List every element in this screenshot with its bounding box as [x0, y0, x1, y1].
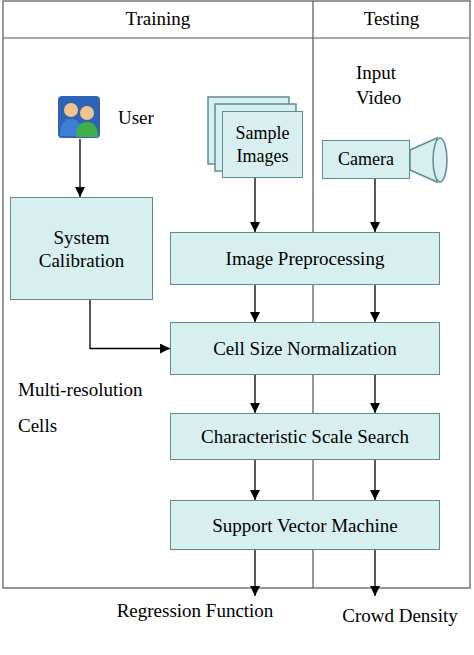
flow-arrow: [254, 178, 255, 232]
flow-arrow: [254, 285, 255, 322]
output-arrow: [374, 550, 375, 596]
process-box: Image Preprocessing: [170, 232, 440, 285]
actor-node: User: [58, 95, 183, 139]
text-label: Input Video: [356, 60, 416, 110]
node-text: System Calibration: [27, 226, 137, 272]
text-label: Testing: [313, 0, 470, 38]
flow-arrow: [90, 300, 170, 349]
process-box: Cell Size Normalization: [170, 322, 440, 375]
flow-arrow: [374, 460, 375, 500]
user-icon-body: [76, 122, 98, 137]
process-box: Support Vector Machine: [170, 500, 440, 550]
flow-arrow: [374, 375, 375, 413]
process-box: Sample Images: [222, 111, 303, 178]
user-icon-head: [64, 103, 78, 117]
node-text: Cell Size Normalization: [213, 337, 397, 360]
outer-frame: [3, 1, 470, 588]
text-label: Crowd Density: [330, 603, 470, 629]
process-box: Camera: [322, 140, 410, 179]
output-arrow: [254, 550, 255, 596]
flow-arrow: [374, 179, 375, 232]
node-text: Camera: [338, 148, 394, 171]
node-text: Sample Images: [228, 122, 298, 168]
text-label: Regression Function: [95, 598, 295, 624]
text-label: Multi-resolution Cells: [18, 372, 168, 444]
node-text: Support Vector Machine: [212, 514, 397, 537]
node-text: Image Preprocessing: [226, 247, 385, 270]
node-text: Characteristic Scale Search: [201, 425, 409, 448]
node-text: User: [118, 106, 154, 129]
flow-arrow: [79, 139, 80, 197]
header-divider: [3, 37, 470, 38]
flow-arrow: [254, 460, 255, 500]
process-box: System Calibration: [10, 197, 153, 300]
user-icon-head: [80, 106, 94, 120]
process-box: Characteristic Scale Search: [170, 413, 440, 460]
text-label: Training: [3, 0, 313, 38]
user-icon: [58, 96, 100, 138]
flow-arrow: [374, 285, 375, 322]
camera-lens-rim: [433, 138, 447, 182]
flow-arrow: [254, 375, 255, 413]
